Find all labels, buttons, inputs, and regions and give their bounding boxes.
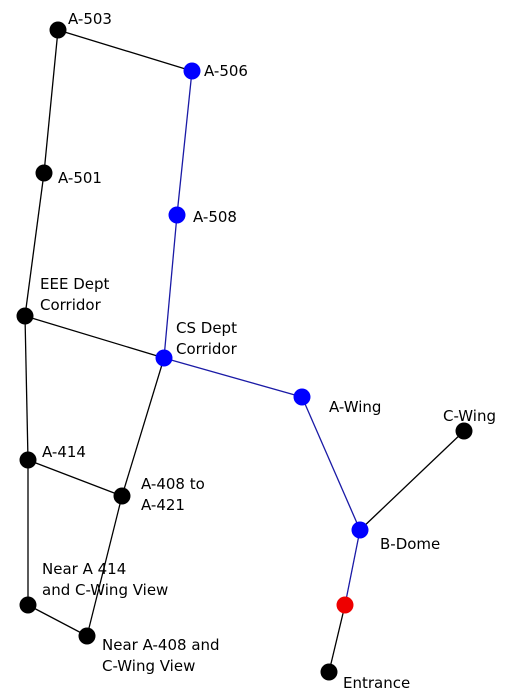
node-label-line: C-Wing — [443, 407, 496, 425]
nodes-layer — [16, 21, 473, 681]
node-label-cwing: C-Wing — [443, 407, 496, 425]
edge-a414-a408 — [27, 459, 123, 497]
node-label-line: and C-Wing View — [42, 581, 168, 599]
edge-awing-bdome — [301, 396, 361, 531]
node-eee[interactable] — [16, 307, 34, 325]
node-near414[interactable] — [19, 596, 37, 614]
node-label-line: C-Wing View — [102, 657, 195, 675]
edge-a501-eee — [24, 172, 45, 317]
node-label-a414: A-414 — [42, 443, 86, 461]
node-label-line: A-414 — [42, 443, 86, 461]
node-label-a506: A-506 — [204, 62, 248, 80]
node-label-line: A-421 — [141, 496, 185, 514]
edge-eee-a414 — [24, 315, 29, 461]
node-label-line: Entrance — [343, 674, 410, 692]
node-label-a508: A-508 — [193, 208, 237, 226]
edge-a408-near408 — [86, 495, 123, 637]
node-cs[interactable] — [155, 349, 173, 367]
edges-layer — [24, 29, 465, 673]
node-label-line: Corridor — [176, 340, 238, 358]
node-unnamed[interactable] — [336, 596, 354, 614]
edge-a503-a501 — [43, 29, 59, 174]
node-label-line: CS Dept — [176, 319, 237, 337]
node-a501[interactable] — [35, 164, 53, 182]
node-a506[interactable] — [183, 62, 201, 80]
node-label-a501: A-501 — [58, 169, 102, 187]
node-label-awing: A-Wing — [329, 398, 381, 416]
edge-a503-a506 — [57, 29, 193, 72]
node-label-a408: A-408 to A-421 — [141, 475, 205, 514]
node-label-bdome: B-Dome — [380, 535, 440, 553]
node-label-line: Corridor — [40, 296, 102, 314]
node-label-line: A-503 — [68, 10, 112, 28]
edge-a508-cs — [163, 214, 178, 359]
edge-near414-near408 — [27, 604, 88, 637]
node-label-a503: A-503 — [68, 10, 112, 28]
node-near408[interactable] — [78, 627, 96, 645]
edge-eee-cs — [24, 315, 165, 359]
node-label-line: A-Wing — [329, 398, 381, 416]
edge-cs-a408 — [121, 357, 165, 497]
node-label-line: A-408 to — [141, 475, 205, 493]
edge-unnamed-entrance — [328, 604, 346, 673]
edge-cwing-bdome — [359, 430, 465, 531]
node-a503[interactable] — [49, 21, 67, 39]
node-label-line: A-506 — [204, 62, 248, 80]
node-label-line: B-Dome — [380, 535, 440, 553]
node-awing[interactable] — [293, 388, 311, 406]
node-a414[interactable] — [19, 451, 37, 469]
edge-a506-a508 — [176, 70, 193, 216]
node-a508[interactable] — [168, 206, 186, 224]
node-label-line: EEE Dept — [40, 275, 110, 293]
node-label-near414: Near A 414 and C-Wing View — [42, 560, 168, 599]
edge-cs-awing — [163, 357, 303, 398]
node-label-line: A-501 — [58, 169, 102, 187]
node-label-entrance: Entrance — [343, 674, 410, 692]
node-cwing[interactable] — [455, 422, 473, 440]
node-bdome[interactable] — [351, 521, 369, 539]
node-a408[interactable] — [113, 487, 131, 505]
node-label-line: Near A-408 and — [102, 636, 220, 654]
edge-bdome-unnamed — [344, 529, 361, 606]
node-label-line: A-508 — [193, 208, 237, 226]
node-entrance[interactable] — [320, 663, 338, 681]
node-label-line: Near A 414 — [42, 560, 126, 578]
